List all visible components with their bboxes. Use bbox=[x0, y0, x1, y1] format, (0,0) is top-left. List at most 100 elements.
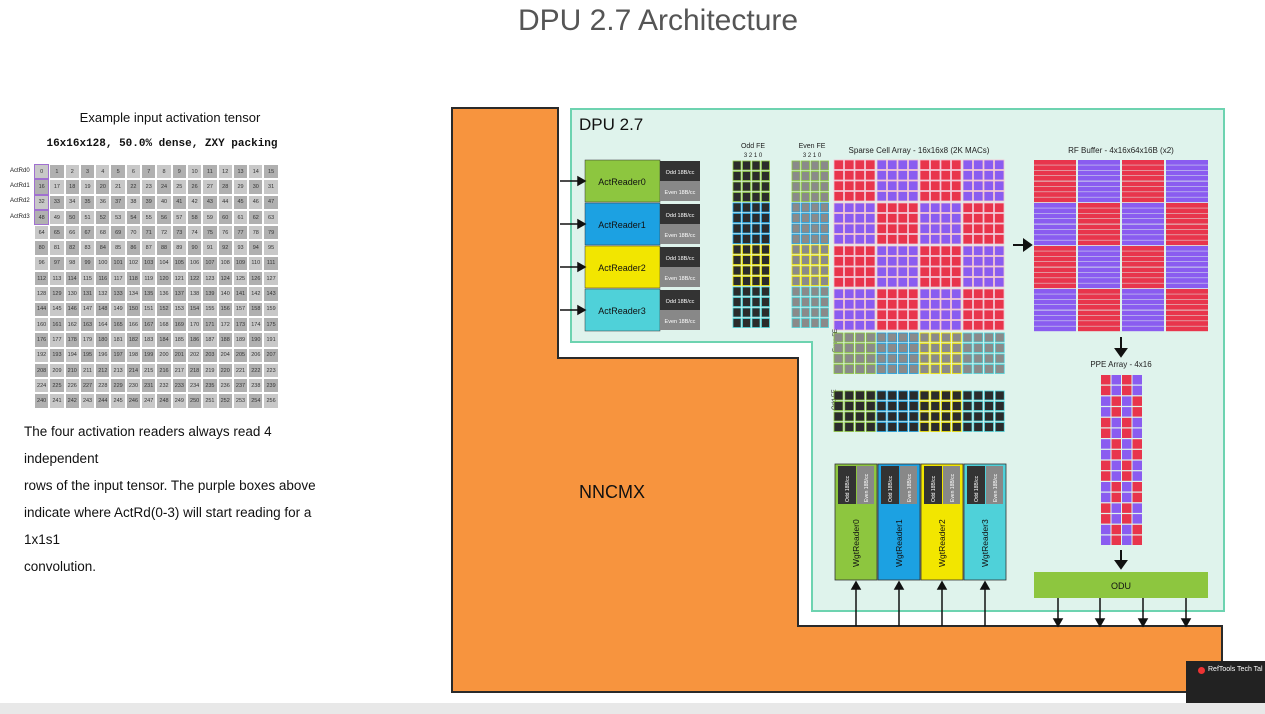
rf-cell bbox=[1122, 229, 1164, 235]
odd-fe-cell bbox=[761, 286, 770, 297]
ppe-cell bbox=[1101, 449, 1111, 460]
lower-odd-cell bbox=[887, 390, 898, 401]
tensor-cell: 26 bbox=[186, 179, 203, 195]
ppe-cell bbox=[1132, 535, 1142, 545]
mac-cell bbox=[876, 202, 887, 213]
tensor-cell: 194 bbox=[64, 347, 80, 363]
rf-cell bbox=[1034, 197, 1076, 203]
rf-cell bbox=[1078, 192, 1120, 197]
mac-cell bbox=[962, 213, 973, 224]
tensor-cell: 174 bbox=[248, 316, 264, 333]
rf-cell bbox=[1034, 299, 1076, 305]
rf-cell bbox=[1122, 304, 1164, 310]
tensor-subtitle: 16x16x128, 50.0% dense, ZXY packing bbox=[46, 138, 278, 150]
rf-cell bbox=[1078, 175, 1120, 181]
ppe-cell bbox=[1101, 428, 1111, 438]
even-fe-cell bbox=[810, 276, 820, 286]
lower-odd-cell bbox=[908, 422, 919, 432]
mac-cell bbox=[854, 320, 865, 331]
tensor-cell: 25 bbox=[171, 179, 187, 195]
rf-cell bbox=[1122, 310, 1164, 316]
tensor-cell: 204 bbox=[217, 347, 233, 363]
tensor-cell: 226 bbox=[64, 378, 80, 394]
tensor-cell: 47 bbox=[263, 194, 279, 210]
ppe-cell bbox=[1111, 535, 1121, 545]
tensor-cell: 175 bbox=[263, 316, 279, 333]
even-fe-cell bbox=[820, 192, 829, 202]
even-fe-cell bbox=[801, 244, 810, 255]
rf-cell bbox=[1078, 240, 1120, 246]
lower-odd-cell bbox=[898, 401, 908, 411]
tensor-cell: 94 bbox=[248, 240, 264, 256]
rf-cell bbox=[1034, 294, 1076, 300]
rf-cell bbox=[1078, 304, 1120, 310]
odd-rate: Odd 18B/cc bbox=[666, 299, 695, 305]
tensor-cell: 197 bbox=[110, 347, 126, 363]
odd-fe-cell bbox=[732, 171, 742, 181]
tensor-cell: 190 bbox=[248, 332, 264, 348]
odd-fe-cell bbox=[732, 160, 742, 171]
even-fe-cell bbox=[801, 318, 810, 328]
rf-cell bbox=[1122, 289, 1164, 294]
mac-cell bbox=[887, 191, 898, 202]
rf-cell bbox=[1166, 186, 1208, 192]
mac-cell bbox=[994, 202, 1005, 213]
lower-odd-cell bbox=[876, 422, 887, 432]
mac-cell bbox=[994, 309, 1005, 320]
tensor-cell: 214 bbox=[125, 362, 142, 379]
ppe-cell bbox=[1111, 503, 1121, 513]
lower-odd-cell bbox=[930, 401, 941, 411]
even-fe-cell bbox=[820, 255, 829, 265]
tensor-cell: 37 bbox=[110, 194, 126, 210]
lower-even-cell bbox=[951, 353, 962, 364]
mac-cell bbox=[994, 245, 1005, 256]
rf-cell bbox=[1122, 186, 1164, 192]
tensor-cell: 68 bbox=[95, 225, 111, 241]
tensor-cell: 84 bbox=[95, 240, 111, 256]
mac-cell bbox=[887, 202, 898, 213]
even-rate-box bbox=[986, 466, 1003, 504]
mac-cell bbox=[919, 288, 930, 299]
tensor-cell: 22 bbox=[125, 179, 142, 195]
even-rate-box bbox=[943, 466, 960, 504]
lower-even-cell bbox=[962, 353, 973, 364]
rf-cell bbox=[1166, 192, 1208, 197]
lower-odd-cell bbox=[984, 411, 994, 422]
mac-cell bbox=[919, 159, 930, 170]
mac-cell bbox=[919, 180, 930, 191]
ppe-cell bbox=[1101, 482, 1111, 492]
mac-cell bbox=[897, 309, 908, 320]
tensor-cell: 92 bbox=[217, 240, 233, 256]
tensor-cell: 134 bbox=[125, 286, 142, 302]
lower-odd-cell bbox=[855, 422, 865, 432]
mac-cell bbox=[908, 159, 919, 170]
mac-cell bbox=[844, 180, 855, 191]
tensor-cell: 18 bbox=[64, 179, 80, 195]
odd-fe-cell bbox=[761, 223, 770, 234]
tensor-cell: 234 bbox=[186, 378, 203, 394]
mac-cell bbox=[844, 299, 855, 310]
tensor-cell: 93 bbox=[232, 240, 249, 256]
even-rate-box bbox=[900, 466, 917, 504]
rf-cell bbox=[1034, 256, 1076, 262]
lower-odd-cell bbox=[951, 401, 962, 411]
lower-even-cell bbox=[941, 353, 951, 364]
tensor-cell: 203 bbox=[202, 347, 218, 363]
lower-odd-cell bbox=[876, 401, 887, 411]
rf-cell bbox=[1078, 256, 1120, 262]
mac-cell bbox=[897, 234, 908, 245]
even-fe-cell bbox=[791, 276, 801, 286]
ppe-cell bbox=[1132, 460, 1142, 471]
tensor-cell: 171 bbox=[202, 316, 218, 333]
act-input-arrows bbox=[560, 175, 587, 316]
lower-even-cell bbox=[984, 364, 994, 374]
tensor-cell: 101 bbox=[110, 255, 126, 272]
lower-even-cell bbox=[941, 343, 951, 353]
even-fe-cell bbox=[810, 318, 820, 328]
ppe-cell bbox=[1132, 503, 1142, 513]
mac-cell bbox=[908, 180, 919, 191]
tensor-cell: 149 bbox=[110, 301, 126, 317]
rf-cell bbox=[1166, 283, 1208, 289]
lower-even-cell bbox=[898, 332, 908, 343]
even-fe-cell bbox=[801, 223, 810, 234]
